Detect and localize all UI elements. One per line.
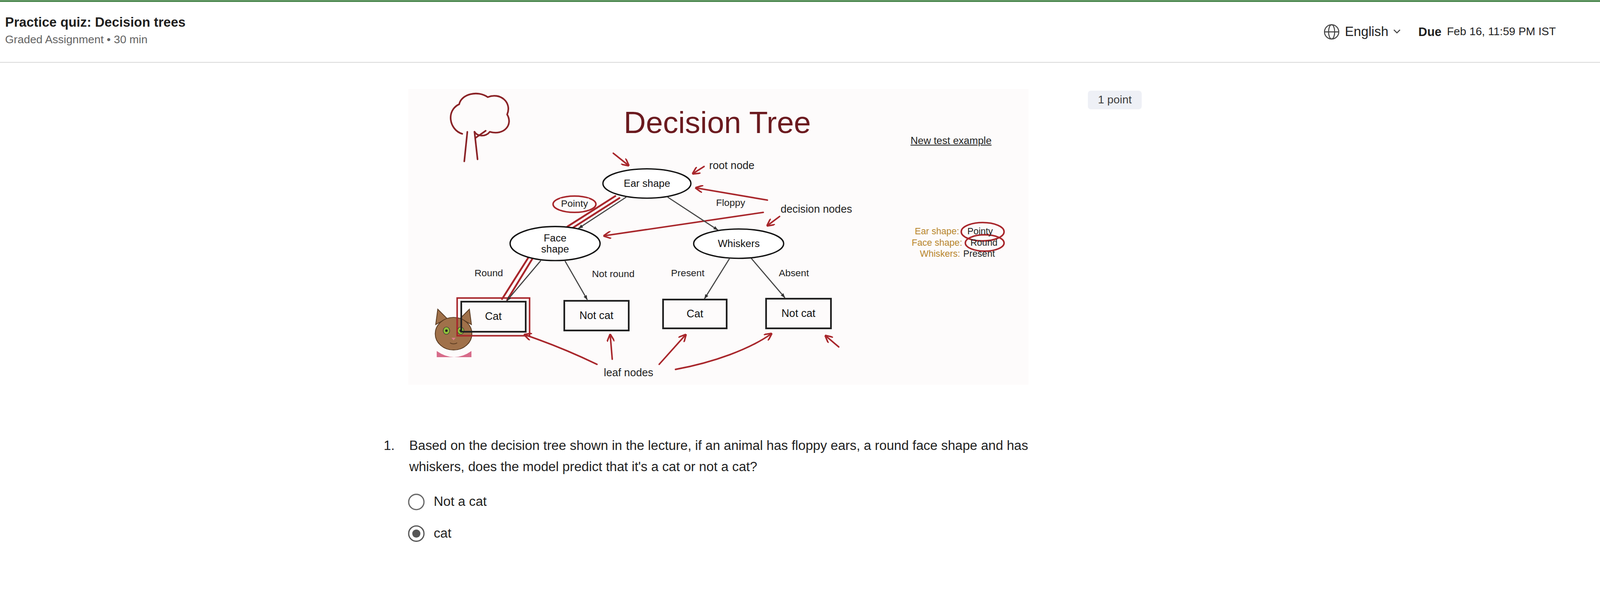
node-text-stack: Cat (485, 310, 502, 323)
annotation-label: leaf nodes (603, 365, 654, 379)
node-text: Not cat (579, 309, 614, 322)
node-text: Face shape (541, 232, 570, 256)
answer-option: Not a cat (433, 493, 487, 511)
top-accent-bar (0, 0, 1600, 3)
branch-label: Pointy (560, 198, 589, 210)
quiz-title: Practice quiz: Decision trees (5, 14, 186, 31)
leaf-node: Not cat (563, 300, 630, 332)
radio-buttons (408, 494, 424, 542)
node-text: Cat (485, 310, 502, 323)
annotation-label: root node (709, 158, 755, 172)
points-badge: 1 point (1087, 90, 1143, 109)
diagram-title: Decision Tree (623, 103, 811, 141)
answer-option: cat (433, 525, 452, 542)
node-text-stack: 1 point (1098, 93, 1132, 106)
due-date: Feb 16, 11:59 PM IST (1446, 25, 1556, 39)
question-number: 1. (383, 437, 395, 455)
tree-branch (667, 197, 719, 231)
decision-node: Face shape (509, 225, 602, 262)
tree-branch (506, 260, 541, 302)
tree-branch (704, 259, 730, 300)
node-text-stack: Whiskers (717, 238, 760, 250)
feature-name: Ear shape: (914, 225, 960, 237)
node-text-stack: Ear shape (623, 178, 671, 190)
branch-label: Floppy (715, 197, 747, 209)
red-annotations (457, 153, 1004, 370)
leaf-node: Not cat (765, 298, 832, 330)
feature-name: Whiskers: (919, 248, 961, 260)
ellipse-shape (510, 226, 600, 261)
node-text: Ear shape (623, 178, 671, 190)
feature-value: Present (963, 248, 996, 260)
annotation-label: decision nodes (780, 202, 853, 216)
tree-branch (565, 261, 588, 301)
node-text-stack: Face shape (541, 232, 570, 256)
feature-value: Pointy (967, 225, 993, 237)
chevron-icon (1393, 29, 1400, 33)
header-divider (0, 61, 1600, 63)
branch-label: Present (670, 267, 706, 279)
node-text-stack: Not cat (579, 309, 614, 322)
feature-name: Face shape: (911, 237, 963, 249)
question-text: Based on the decision tree shown in the … (409, 435, 1042, 478)
due-label: Due (1418, 24, 1442, 40)
globe-icon (1324, 24, 1339, 40)
ellipse-shape (693, 229, 784, 259)
node-text: Whiskers (717, 238, 760, 250)
node-text-stack: Cat (686, 308, 703, 321)
decision-node: Whiskers (692, 228, 785, 260)
example-heading: New test example (910, 134, 992, 148)
branch-label: Not round (590, 269, 636, 280)
quiz-meta: Graded Assignment • 30 min (5, 33, 148, 47)
language-selector: English (1344, 23, 1389, 40)
ellipse-shape (602, 169, 692, 199)
node-text: Cat (686, 308, 703, 321)
node-text: Not cat (781, 307, 816, 320)
leaf-node: Cat (460, 301, 527, 333)
branch-label: Round (473, 267, 504, 279)
node-text: 1 point (1098, 93, 1132, 106)
diagram-image-ground (408, 89, 1029, 385)
cat-picture (435, 309, 473, 358)
feature-value: Round (970, 237, 998, 249)
branch-label: Absent (777, 267, 810, 279)
tree-doodle (450, 93, 510, 162)
node-text-stack: Not cat (781, 307, 816, 320)
decision-node: Ear shape (602, 168, 692, 199)
leaf-node: Cat (662, 298, 728, 330)
